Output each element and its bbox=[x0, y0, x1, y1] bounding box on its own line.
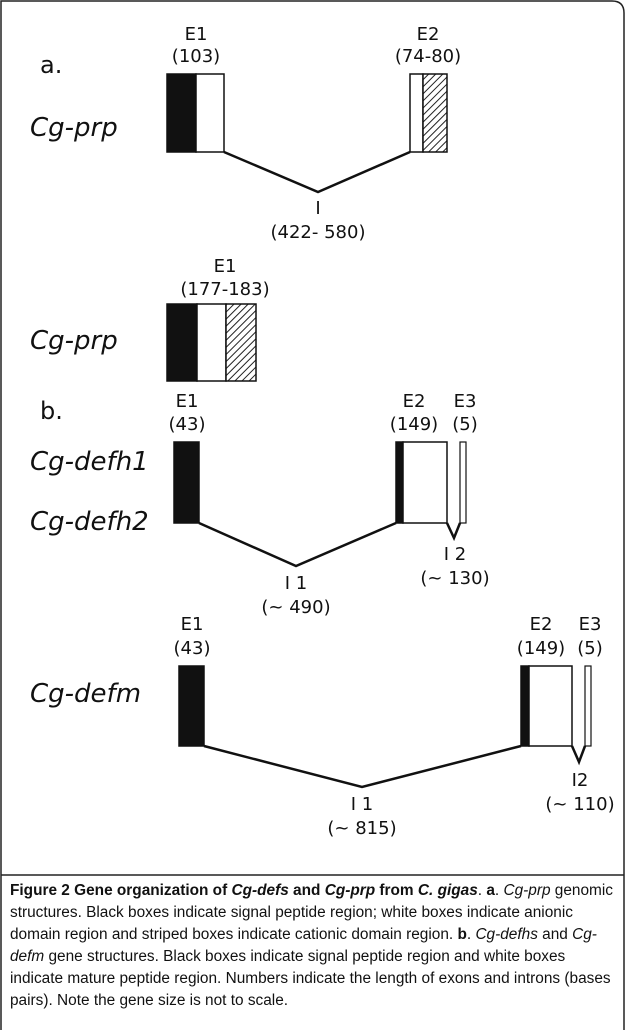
cg-prp-single-e1-label: E1 bbox=[214, 256, 237, 277]
defm-intron1-length: (~ 815) bbox=[327, 818, 396, 839]
defh-e2-length: (149) bbox=[390, 414, 438, 435]
defh-intron1-length: (~ 490) bbox=[261, 597, 330, 618]
defh-e3-mature-box bbox=[459, 441, 467, 524]
defh-e3-length: (5) bbox=[452, 414, 478, 435]
caption-b-gene-defm: Cg-defm bbox=[10, 926, 597, 965]
defh-intron1-label: I 1 bbox=[285, 573, 307, 594]
defh-e3-label: E3 bbox=[454, 391, 477, 412]
defm-e1-signal-box bbox=[178, 665, 205, 747]
cg-defh1-gene-label: Cg-defh1 bbox=[30, 447, 149, 477]
caption-b-separator: . bbox=[466, 926, 476, 943]
caption-a-letter: a bbox=[486, 882, 495, 899]
defh-intron2-label: I 2 bbox=[444, 544, 466, 565]
cg-prp-e1-length: (103) bbox=[172, 46, 220, 67]
caption-a-separator: . bbox=[494, 882, 504, 899]
defm-e3-length: (5) bbox=[577, 638, 603, 659]
defh-e1-label: E1 bbox=[176, 391, 199, 412]
defm-intron1-line bbox=[203, 744, 522, 789]
cg-prp-single-gene-label: Cg-prp bbox=[30, 326, 118, 356]
caption-b-and: and bbox=[537, 926, 573, 943]
defm-intron1-label: I 1 bbox=[351, 794, 373, 815]
defh-e1-length: (43) bbox=[169, 414, 206, 435]
caption-title-part2: and bbox=[288, 882, 325, 899]
cg-prp-e1-signal-box bbox=[166, 73, 197, 153]
caption-a-text: genomic structures. Black boxes indicate… bbox=[10, 882, 613, 943]
cg-prp-intron-line bbox=[223, 150, 411, 194]
cg-prp-intron-label: I bbox=[315, 198, 320, 219]
cg-prp-e2-cationic-box bbox=[422, 73, 448, 153]
cg-prp-single-e1-length: (177-183) bbox=[180, 279, 269, 300]
caption-title-part1: Figure 2 Gene organization of bbox=[10, 882, 232, 899]
caption-title-gene-defs: Cg-defs bbox=[231, 882, 289, 899]
defm-intron2-line bbox=[570, 745, 587, 766]
caption-b-gene-defhs: Cg-defhs bbox=[475, 926, 538, 943]
cg-prp-e2-anionic-box bbox=[409, 73, 424, 153]
cg-prp-single-cationic-box bbox=[225, 303, 257, 382]
defm-e2-length: (149) bbox=[517, 638, 565, 659]
cg-prp-intron-length: (422- 580) bbox=[271, 222, 366, 243]
caption-title-part3: from bbox=[375, 882, 418, 899]
caption-b-text: gene structures. Black boxes indicate si… bbox=[10, 948, 611, 1009]
cg-defm-gene-label: Cg-defm bbox=[30, 679, 141, 709]
caption-title-species: C. gigas bbox=[417, 882, 478, 899]
caption-b-letter: b bbox=[457, 926, 467, 943]
defh-e1-signal-box bbox=[173, 441, 200, 524]
defh-intron1-line bbox=[198, 521, 397, 568]
cg-defh2-gene-label: Cg-defh2 bbox=[30, 507, 149, 537]
defm-e1-length: (43) bbox=[174, 638, 211, 659]
caption-title: Figure 2 Gene organization of Cg-defs an… bbox=[10, 882, 478, 899]
cg-prp-single-signal-box bbox=[166, 303, 198, 382]
panel-b-label: b. bbox=[40, 397, 63, 425]
defm-e3-label: E3 bbox=[579, 614, 602, 635]
defm-e2-mature-box bbox=[528, 665, 573, 747]
defm-e2-signal-box bbox=[520, 665, 530, 747]
cg-prp-e2-label: E2 bbox=[417, 24, 440, 45]
cg-prp-e1-anionic-box bbox=[195, 73, 225, 153]
defm-e3-mature-box bbox=[584, 665, 592, 747]
defh-e2-mature-box bbox=[402, 441, 448, 524]
cg-prp-e1-label: E1 bbox=[185, 24, 208, 45]
caption-title-end: . bbox=[477, 882, 487, 899]
cg-prp-gene-label: Cg-prp bbox=[30, 113, 118, 143]
caption-title-gene-prp: Cg-prp bbox=[324, 882, 376, 899]
defh-e2-signal-box bbox=[395, 441, 404, 524]
defm-intron2-label: I2 bbox=[572, 770, 589, 791]
panel-a-label: a. bbox=[40, 51, 62, 79]
defm-e2-label: E2 bbox=[530, 614, 553, 635]
defh-intron2-length: (~ 130) bbox=[420, 568, 489, 589]
caption-a-gene: Cg-prp bbox=[503, 882, 551, 899]
figure-caption: Figure 2 Gene organization of Cg-defs an… bbox=[10, 880, 614, 1012]
cg-prp-single-anionic-box bbox=[196, 303, 227, 382]
defh-e2-label: E2 bbox=[403, 391, 426, 412]
cg-prp-e2-length: (74-80) bbox=[395, 46, 461, 67]
defm-intron2-length: (~ 110) bbox=[545, 794, 614, 815]
defm-e1-label: E1 bbox=[181, 614, 204, 635]
defh-intron2-line bbox=[445, 522, 462, 542]
